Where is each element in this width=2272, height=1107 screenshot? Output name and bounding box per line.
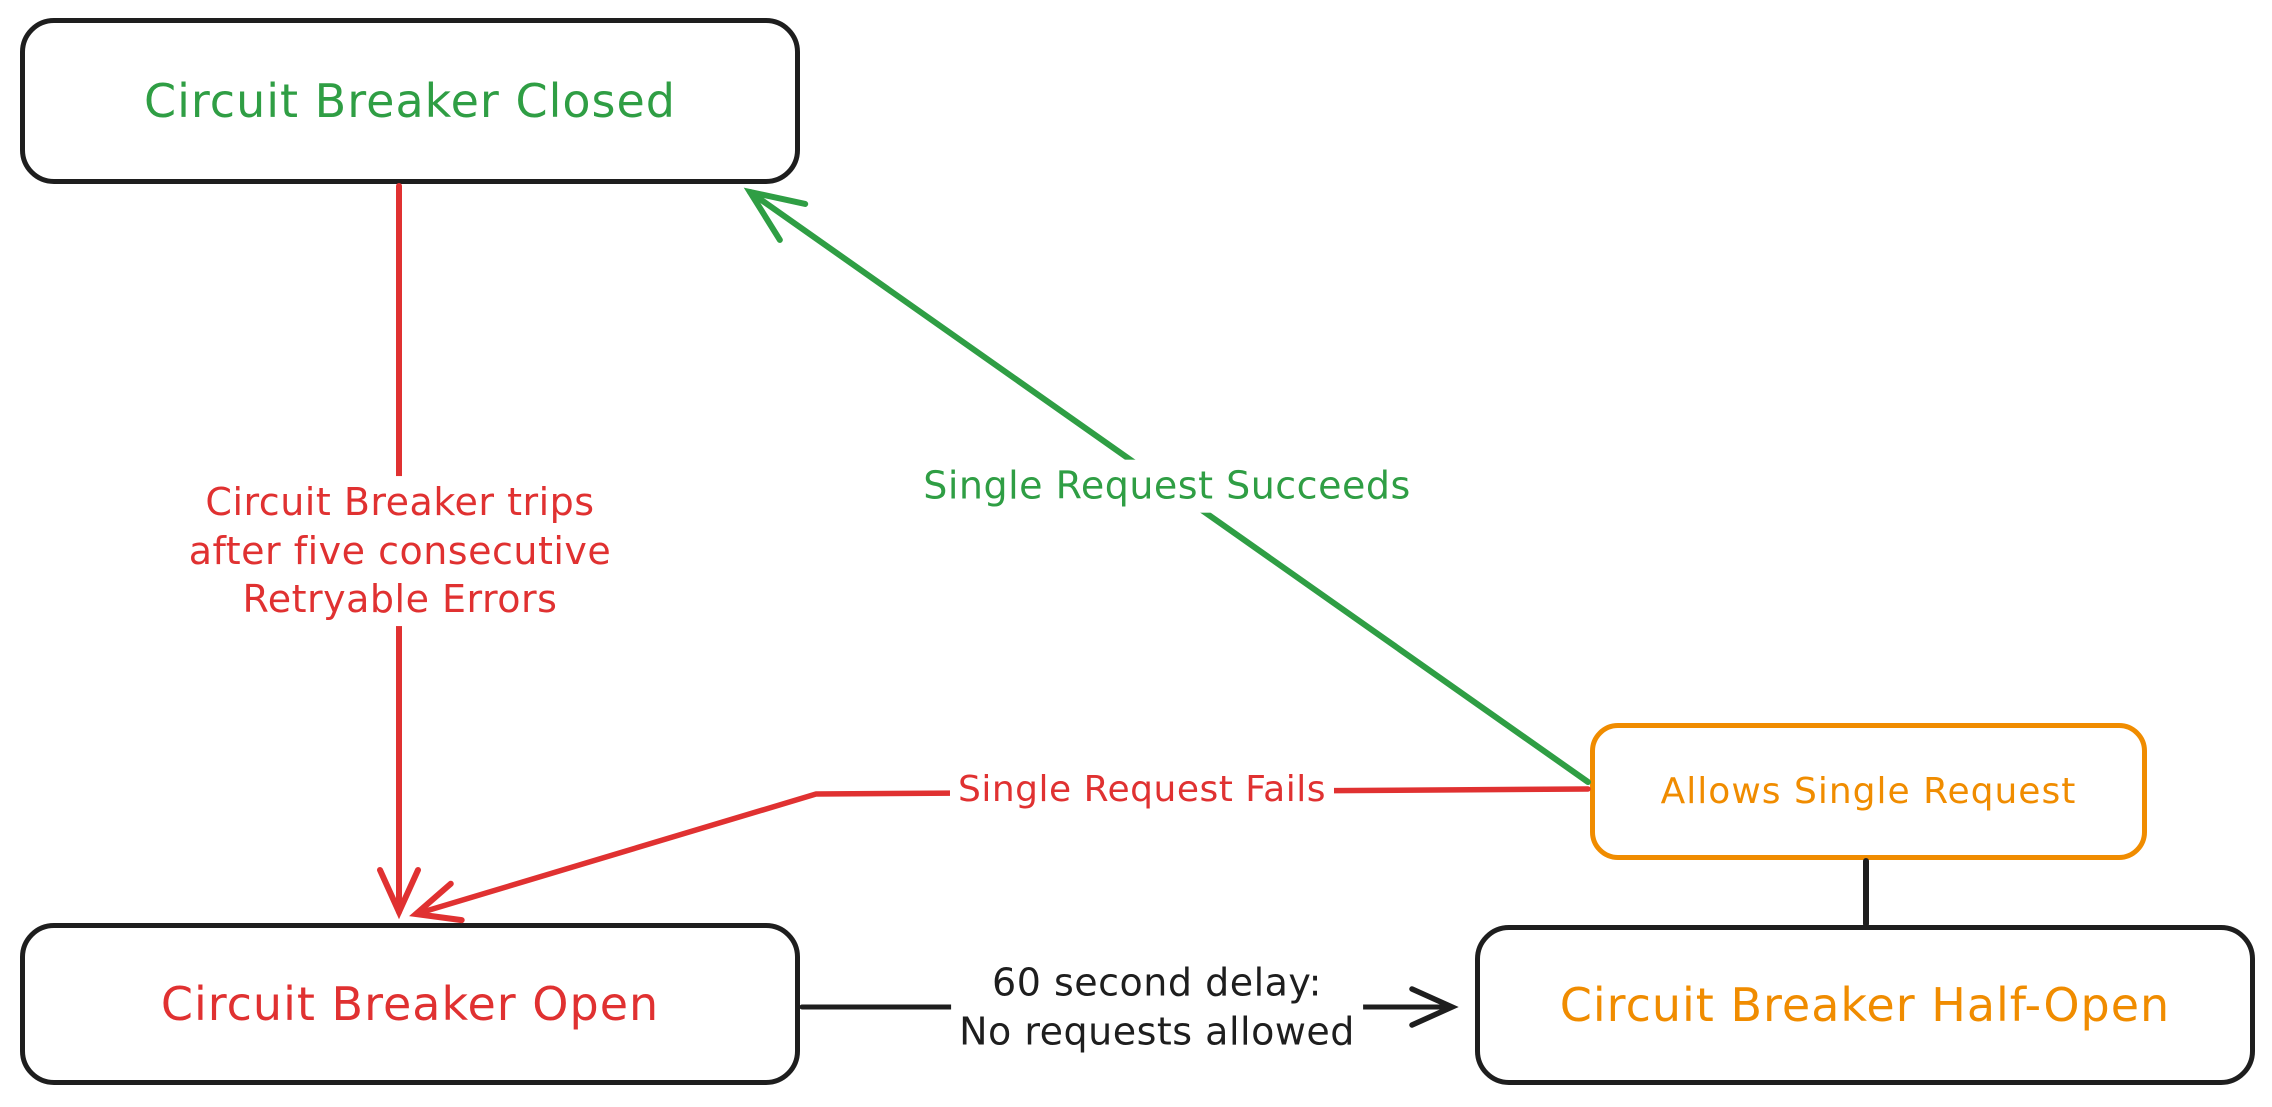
node-allows-single-request-label: Allows Single Request [1660,771,2077,812]
edge-label-fails: Single Request Fails [949,764,1335,816]
node-circuit-breaker-half-open: Circuit Breaker Half-Open [1475,925,2255,1085]
node-allows-single-request: Allows Single Request [1590,723,2147,860]
edge-label-trips-line-3: Retryable Errors [242,577,558,622]
edge-label-trips: Circuit Breaker trips after five consecu… [180,476,620,626]
node-circuit-breaker-open-label: Circuit Breaker Open [160,977,660,1031]
node-circuit-breaker-closed: Circuit Breaker Closed [20,18,800,184]
node-circuit-breaker-open: Circuit Breaker Open [20,923,800,1085]
edge-label-delay-line-1: 60 second delay: [992,960,1322,1005]
edge-label-trips-line-1: Circuit Breaker trips [205,480,595,525]
edge-label-delay: 60 second delay: No requests allowed [951,956,1363,1058]
node-circuit-breaker-half-open-label: Circuit Breaker Half-Open [1559,978,2171,1032]
edge-label-trips-line-2: after five consecutive [188,528,612,573]
edge-label-delay-line-2: No requests allowed [959,1009,1355,1053]
node-circuit-breaker-closed-label: Circuit Breaker Closed [144,74,676,128]
edge-label-succeeds: Single Request Succeeds [915,459,1419,513]
